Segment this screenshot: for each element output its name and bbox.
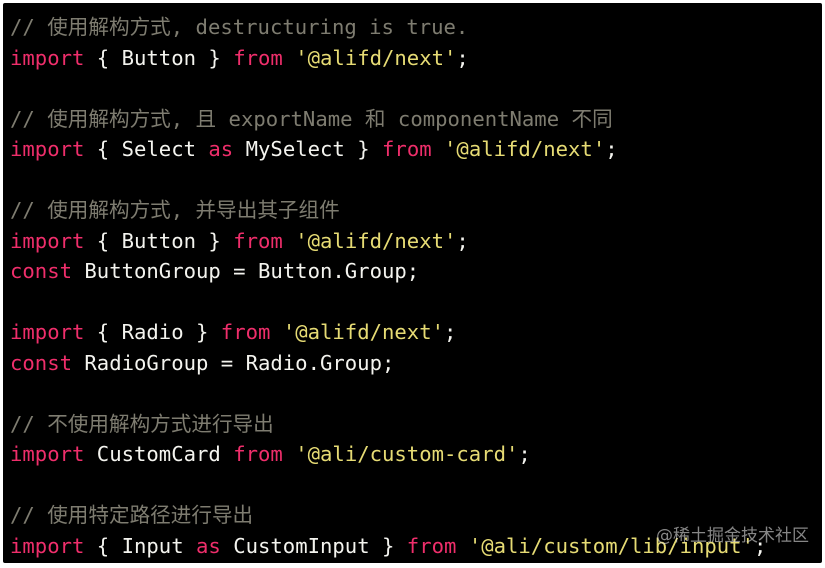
code-token-keyword: const <box>10 350 72 375</box>
code-token-plain: CustomCard <box>84 442 234 466</box>
code-token-keyword: import <box>10 137 85 161</box>
code-token-keyword: as <box>208 137 234 161</box>
code-token-string: '@alifd/next' <box>444 137 606 161</box>
code-token-comment: // 使用解构方式, destructuring is true. <box>10 15 469 39</box>
code-line: // 使用解构方式, destructuring is true. <box>10 12 766 43</box>
code-editor-panel: // 使用解构方式, destructuring is true. import … <box>3 3 822 563</box>
code-line <box>10 165 766 196</box>
code-token-plain <box>432 137 444 161</box>
code-token-comment: // 使用特定路径进行导出 <box>10 503 254 527</box>
code-token-keyword: from <box>220 320 271 344</box>
code-token-keyword: from <box>233 442 283 466</box>
code-line: import { Select as MySelect } from '@ali… <box>10 134 766 165</box>
code-block: // 使用解构方式, destructuring is true. import … <box>10 12 766 561</box>
code-line <box>10 470 766 501</box>
code-token-keyword: import <box>10 442 85 466</box>
code-line: import { Radio } from '@alifd/next'; <box>10 317 766 348</box>
code-token-plain <box>283 229 295 253</box>
code-token-keyword: import <box>10 228 85 253</box>
code-line: import CustomCard from '@ali/custom-card… <box>10 439 766 470</box>
code-line: // 使用解构方式, 且 exportName 和 componentName … <box>10 104 766 135</box>
code-line: import { Button } from '@alifd/next'; <box>10 226 766 257</box>
code-line <box>10 73 766 104</box>
code-token-plain: RadioGroup = Radio.Group; <box>72 350 395 375</box>
code-token-plain: ; <box>753 533 767 558</box>
code-token-string: '@alifd/next' <box>295 45 457 70</box>
code-token-string: '@ali/custom/lib/input' <box>468 533 754 558</box>
code-token-comment: // 使用解构方式, 并导出其子组件 <box>10 198 340 222</box>
code-token-plain <box>270 320 282 344</box>
code-token-comment: // 不使用解构方式进行导出 <box>10 411 274 436</box>
code-line: // 不使用解构方式进行导出 <box>10 409 766 440</box>
code-token-plain <box>283 46 295 70</box>
code-token-plain: { Select <box>84 137 209 161</box>
code-token-keyword: from <box>233 228 283 253</box>
code-line: const RadioGroup = Radio.Group; <box>10 348 766 379</box>
code-token-plain: MySelect } <box>233 137 383 161</box>
code-token-plain: { Radio } <box>84 320 221 344</box>
code-token-keyword: import <box>10 533 85 558</box>
code-token-keyword: as <box>196 533 221 558</box>
code-token-plain: ; <box>456 45 469 70</box>
code-token-keyword: from <box>233 45 283 70</box>
code-line: import { Button } from '@alifd/next'; <box>10 43 766 74</box>
code-token-keyword: import <box>10 45 85 70</box>
code-line <box>10 378 766 409</box>
code-token-plain: ; <box>444 320 457 344</box>
code-token-keyword: from <box>382 137 432 161</box>
code-line: // 使用解构方式, 并导出其子组件 <box>10 195 766 226</box>
code-token-plain: { Button } <box>84 228 234 253</box>
code-line: // 使用特定路径进行导出 <box>10 500 766 531</box>
code-token-plain <box>283 442 295 466</box>
code-token-plain: ; <box>605 137 618 161</box>
code-token-string: '@ali/custom-card' <box>295 442 519 466</box>
watermark-text: @稀土掘金技术社区 <box>656 526 809 546</box>
code-token-plain: ButtonGroup = Button.Group; <box>72 259 420 283</box>
code-token-plain: ; <box>456 228 469 253</box>
code-token-plain: ; <box>518 442 531 466</box>
code-line: import { Input as CustomInput } from '@a… <box>10 531 766 562</box>
code-token-plain <box>456 534 468 558</box>
code-token-plain: { Button } <box>84 45 234 70</box>
code-token-comment: // 使用解构方式, 且 exportName 和 componentName … <box>10 106 613 131</box>
code-token-keyword: from <box>406 533 457 558</box>
code-token-string: '@alifd/next' <box>282 320 444 344</box>
code-token-plain: { Input <box>84 533 196 558</box>
code-token-keyword: import <box>10 320 85 344</box>
code-token-string: '@alifd/next' <box>295 228 457 253</box>
code-token-keyword: const <box>10 259 72 283</box>
code-line <box>10 287 766 318</box>
code-token-plain: CustomInput } <box>220 533 407 558</box>
code-line: const ButtonGroup = Button.Group; <box>10 256 766 287</box>
